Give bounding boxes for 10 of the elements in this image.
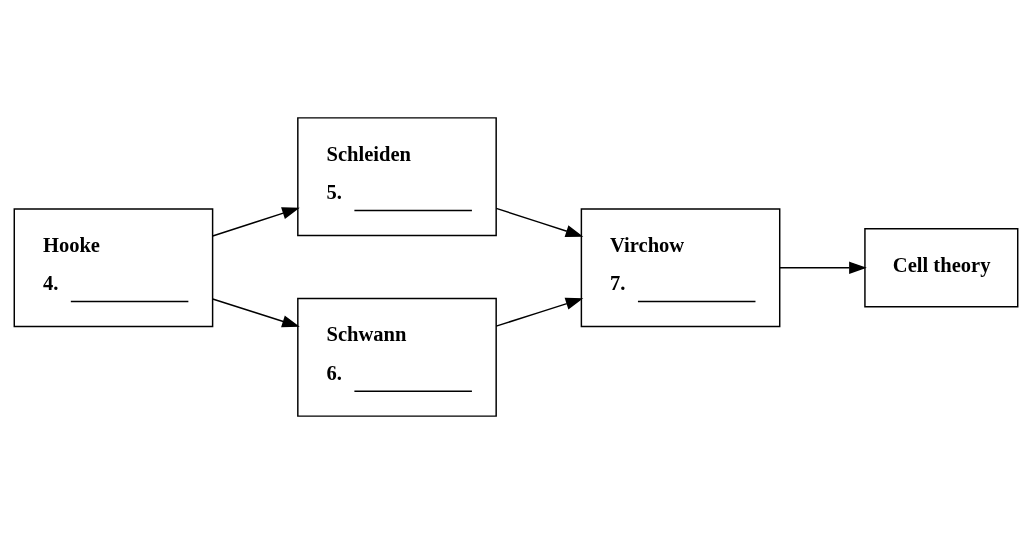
arrow <box>211 297 300 327</box>
arrow <box>495 207 584 237</box>
node-box: Cell theory <box>864 227 1019 307</box>
node-box: Schwann 6. <box>297 297 497 417</box>
node-box: Virchow 7. <box>580 207 781 327</box>
node-box: Hooke 4. <box>13 207 214 327</box>
arrow <box>495 297 584 327</box>
node-box: Schleiden 5. <box>297 116 497 236</box>
arrow <box>779 261 867 274</box>
arrow <box>211 206 300 237</box>
